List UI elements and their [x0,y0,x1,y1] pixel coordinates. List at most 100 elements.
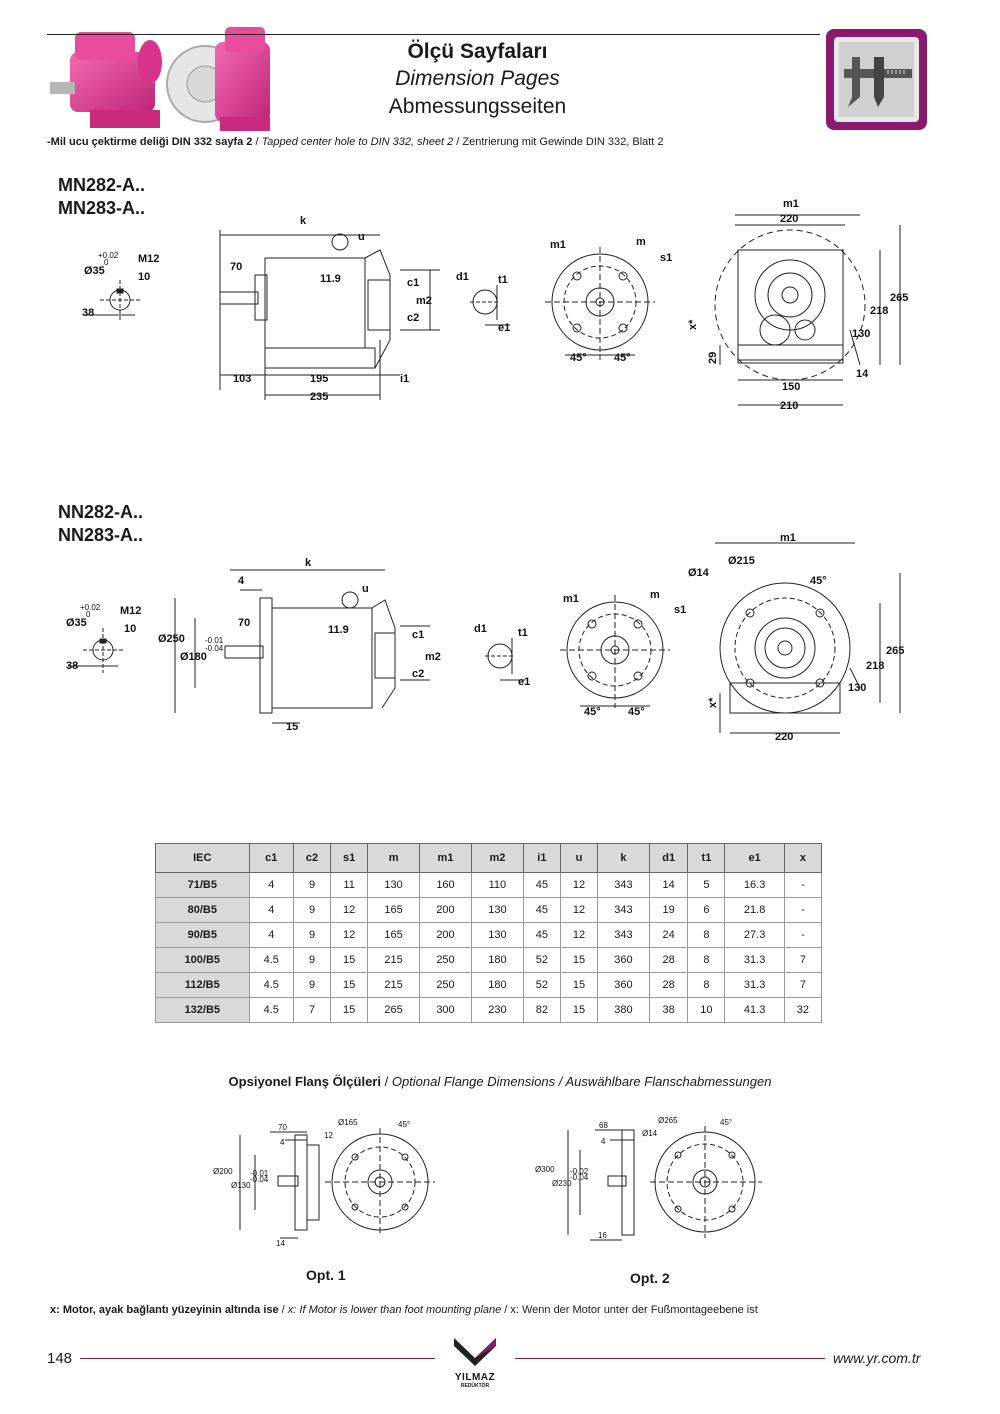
dim-t1: t1 [498,274,508,286]
col-m2: m2 [470,843,524,873]
model-nn282: NN282-A.. [58,502,144,522]
dim-e1: e1 [498,322,510,334]
dim-15: 15 [286,721,298,733]
table-cell: 15 [559,997,598,1023]
table-cell: 4.5 [248,947,295,973]
dim-195: 195 [310,373,328,385]
table-cell: 165 [367,922,421,948]
nn-side-housing [271,607,373,709]
table-cell: 9 [293,897,332,923]
opt1-dim-dia200: Ø200 [213,1167,233,1176]
dimension-table: IEC c1 c2 s1 m m1 m2 i1 u k d1 t1 e1 x 7… [155,843,823,1023]
title-english: Dimension Pages [395,67,560,90]
table-cell: 38 [648,997,689,1023]
tol-up: +0.02 [80,603,101,612]
angle-45-left: 45° [570,352,587,364]
mn-drawing: k u 70 11.9 c1 m2 c2 103 195 i1 235 +0.0… [82,198,908,412]
footer-rule-right [515,1358,825,1359]
dim-u: u [358,231,365,243]
row-iec-label: 80/B5 [155,897,250,923]
table-cell: 45 [522,922,561,948]
opt1-tol-1: -0.01 [250,1169,269,1178]
table-cell: 15 [330,972,369,998]
row-iec-label: 132/B5 [155,997,250,1023]
col-s1: s1 [330,843,369,873]
table-cell: 24 [648,922,689,948]
dim-dia250: Ø250 [158,633,185,645]
table-cell: 31.3 [724,972,785,998]
table-cell: 380 [596,997,650,1023]
table-cell: 360 [596,972,650,998]
table-cell: 165 [367,897,421,923]
dim-c2: c2 [407,312,419,324]
col-m1: m1 [419,843,472,873]
nn-side-flange [259,597,273,714]
dim-m2: m2 [416,295,432,307]
table-cell: 215 [367,947,421,973]
table-cell: 31.3 [724,947,785,973]
table-cell: 8 [687,947,726,973]
table-cell: 215 [367,972,421,998]
dim-4: 4 [238,575,245,587]
tol-1: -0.01 [205,636,224,645]
table-cell: 19 [648,897,689,923]
table-cell: - [783,897,823,923]
dim-e1: e1 [518,676,530,688]
dim-70: 70 [230,261,242,273]
dim-k: k [305,557,312,569]
optional-flange-title: Opsiyonel Flanş Ölçüleri / Optional Flan… [228,1074,772,1089]
table-cell: 200 [419,897,472,923]
table-cell: 15 [559,972,598,998]
title-german: Abmessungsseiten [388,95,567,118]
mn-front-motor-circle [714,229,866,381]
opt1-drawing: 70 4 12 Ø165 45° Ø200 -0.01 -0.04 Ø130 1… [213,1118,435,1248]
col-i1: i1 [522,843,561,873]
dim-265: 265 [886,645,904,657]
dim-m1: m1 [550,239,566,251]
caliper-icon [826,29,927,130]
table-cell: 7 [783,947,823,973]
opt2-tol-1: -0.02 [570,1167,589,1176]
dim-38: 38 [82,307,94,319]
dim-218: 218 [870,305,888,317]
table-cell: 343 [596,897,650,923]
model-mn283: MN283-A.. [58,198,146,218]
dim-m2: m2 [425,651,441,663]
table-cell: 52 [522,972,561,998]
table-cell: 265 [367,997,421,1023]
table-cell: 12 [330,897,369,923]
table-cell: 8 [687,922,726,948]
table-cell: 4.5 [248,972,295,998]
opt1-dim-12: 12 [324,1131,333,1140]
angle-45-left: 45° [584,706,601,718]
dim-130: 130 [852,328,870,340]
opt1-dim-dia130: Ø130 [231,1181,251,1190]
table-cell: 9 [293,872,332,898]
col-d1: d1 [648,843,689,873]
col-m: m [367,843,421,873]
dim-dia14: Ø14 [688,567,710,579]
tol-2: -0.04 [205,644,224,653]
website-link[interactable]: www.yr.com.tr [833,1350,921,1366]
tol-up: +0.02 [98,251,119,260]
row-iec-label: 90/B5 [155,922,250,948]
table-cell: 6 [687,897,726,923]
table-cell: 12 [559,922,598,948]
tol-lo: 0 [104,258,109,267]
table-cell: 5 [687,872,726,898]
gearbox-product-photo [50,27,270,131]
opt2-dim-dia230: Ø230 [552,1179,572,1188]
dim-x: x* [687,319,699,330]
dim-29: 29 [707,352,719,364]
table-cell: 360 [596,947,650,973]
angle-45-right: 45° [628,706,645,718]
opt2-tol-2: -0.04 [570,1173,589,1182]
table-cell: 230 [470,997,524,1023]
table-cell: 11 [330,872,369,898]
table-cell: 4 [248,897,295,923]
tol-lo: 0 [86,610,91,619]
dim-dia215: Ø215 [728,555,755,567]
table-cell: 28 [648,947,689,973]
